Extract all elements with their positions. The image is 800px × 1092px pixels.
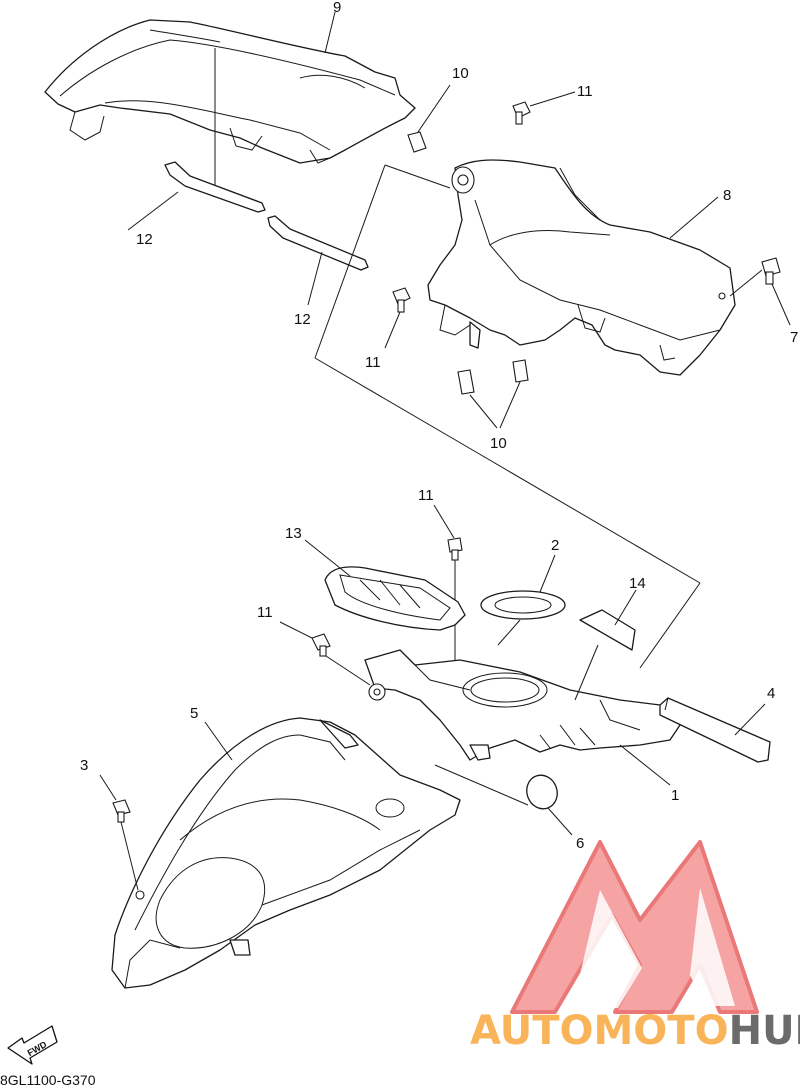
part-13-grille: [304, 539, 466, 631]
callout-11-center: 11: [418, 487, 434, 504]
part-10-clip-lower-left: [457, 369, 498, 429]
part-2-ring: [480, 554, 566, 620]
callout-12-upper: 12: [136, 231, 153, 248]
part-9-leader: [324, 11, 336, 54]
watermark-logo: [510, 840, 759, 1014]
callout-12-lower: 12: [294, 311, 311, 328]
callout-3: 3: [80, 757, 88, 774]
callout-8: 8: [723, 187, 731, 204]
part-10-clip-upper: [407, 84, 451, 153]
callout-11-mid: 11: [365, 354, 381, 371]
callout-7: 7: [790, 329, 798, 346]
part-10-clip-lower-right: [499, 359, 529, 429]
fwd-arrow-icon: FWD: [7, 1025, 58, 1065]
part-1-inner-tray: [364, 619, 681, 786]
part-11-screw-mid: [384, 287, 411, 349]
part-12-strip-lower: [267, 215, 369, 306]
part-14-label: [579, 589, 637, 651]
watermark-text-hub: HUB: [729, 1008, 800, 1054]
watermark-text-automoto: AUTOMOTO: [470, 1008, 729, 1054]
callout-10-lower: 10: [490, 435, 507, 452]
callout-5: 5: [190, 705, 198, 722]
part-12-strip-upper: [127, 161, 266, 231]
watermark-inner-shape: [572, 890, 642, 1008]
part-11-screw-top: [512, 91, 576, 125]
callout-4: 4: [767, 685, 775, 702]
diagram-code: 8GL1100-G370: [0, 1072, 96, 1088]
callout-9: 9: [333, 0, 341, 16]
part-4-strip: [659, 697, 771, 763]
part-6-guide: [434, 764, 529, 806]
part-7-screw: [729, 257, 791, 326]
part-9-upper-cover: [44, 19, 416, 164]
assembly-guide-lines: [314, 164, 701, 669]
callout-6: 6: [576, 835, 584, 852]
part-5-lower-cover: [111, 717, 461, 989]
part-6-cap: [526, 774, 573, 836]
callout-14: 14: [629, 575, 646, 592]
part-8-front-panel: [427, 159, 736, 376]
callout-10-upper: 10: [452, 65, 469, 82]
watermark-wordmark: AUTOMOTOHUB: [470, 1008, 800, 1054]
part-3-screw: [99, 774, 139, 891]
callout-1: 1: [671, 787, 679, 804]
part-11-screw-left: [279, 621, 371, 686]
callout-11-left: 11: [257, 604, 273, 621]
svg-text:AUTOMOTOHUB: AUTOMOTOHUB: [470, 1008, 800, 1054]
watermark-inner-shape-right: [690, 888, 735, 1006]
callout-13: 13: [285, 525, 302, 542]
callout-11-top: 11: [577, 83, 593, 100]
part-8-leader: [669, 196, 719, 239]
callout-2: 2: [551, 537, 559, 554]
